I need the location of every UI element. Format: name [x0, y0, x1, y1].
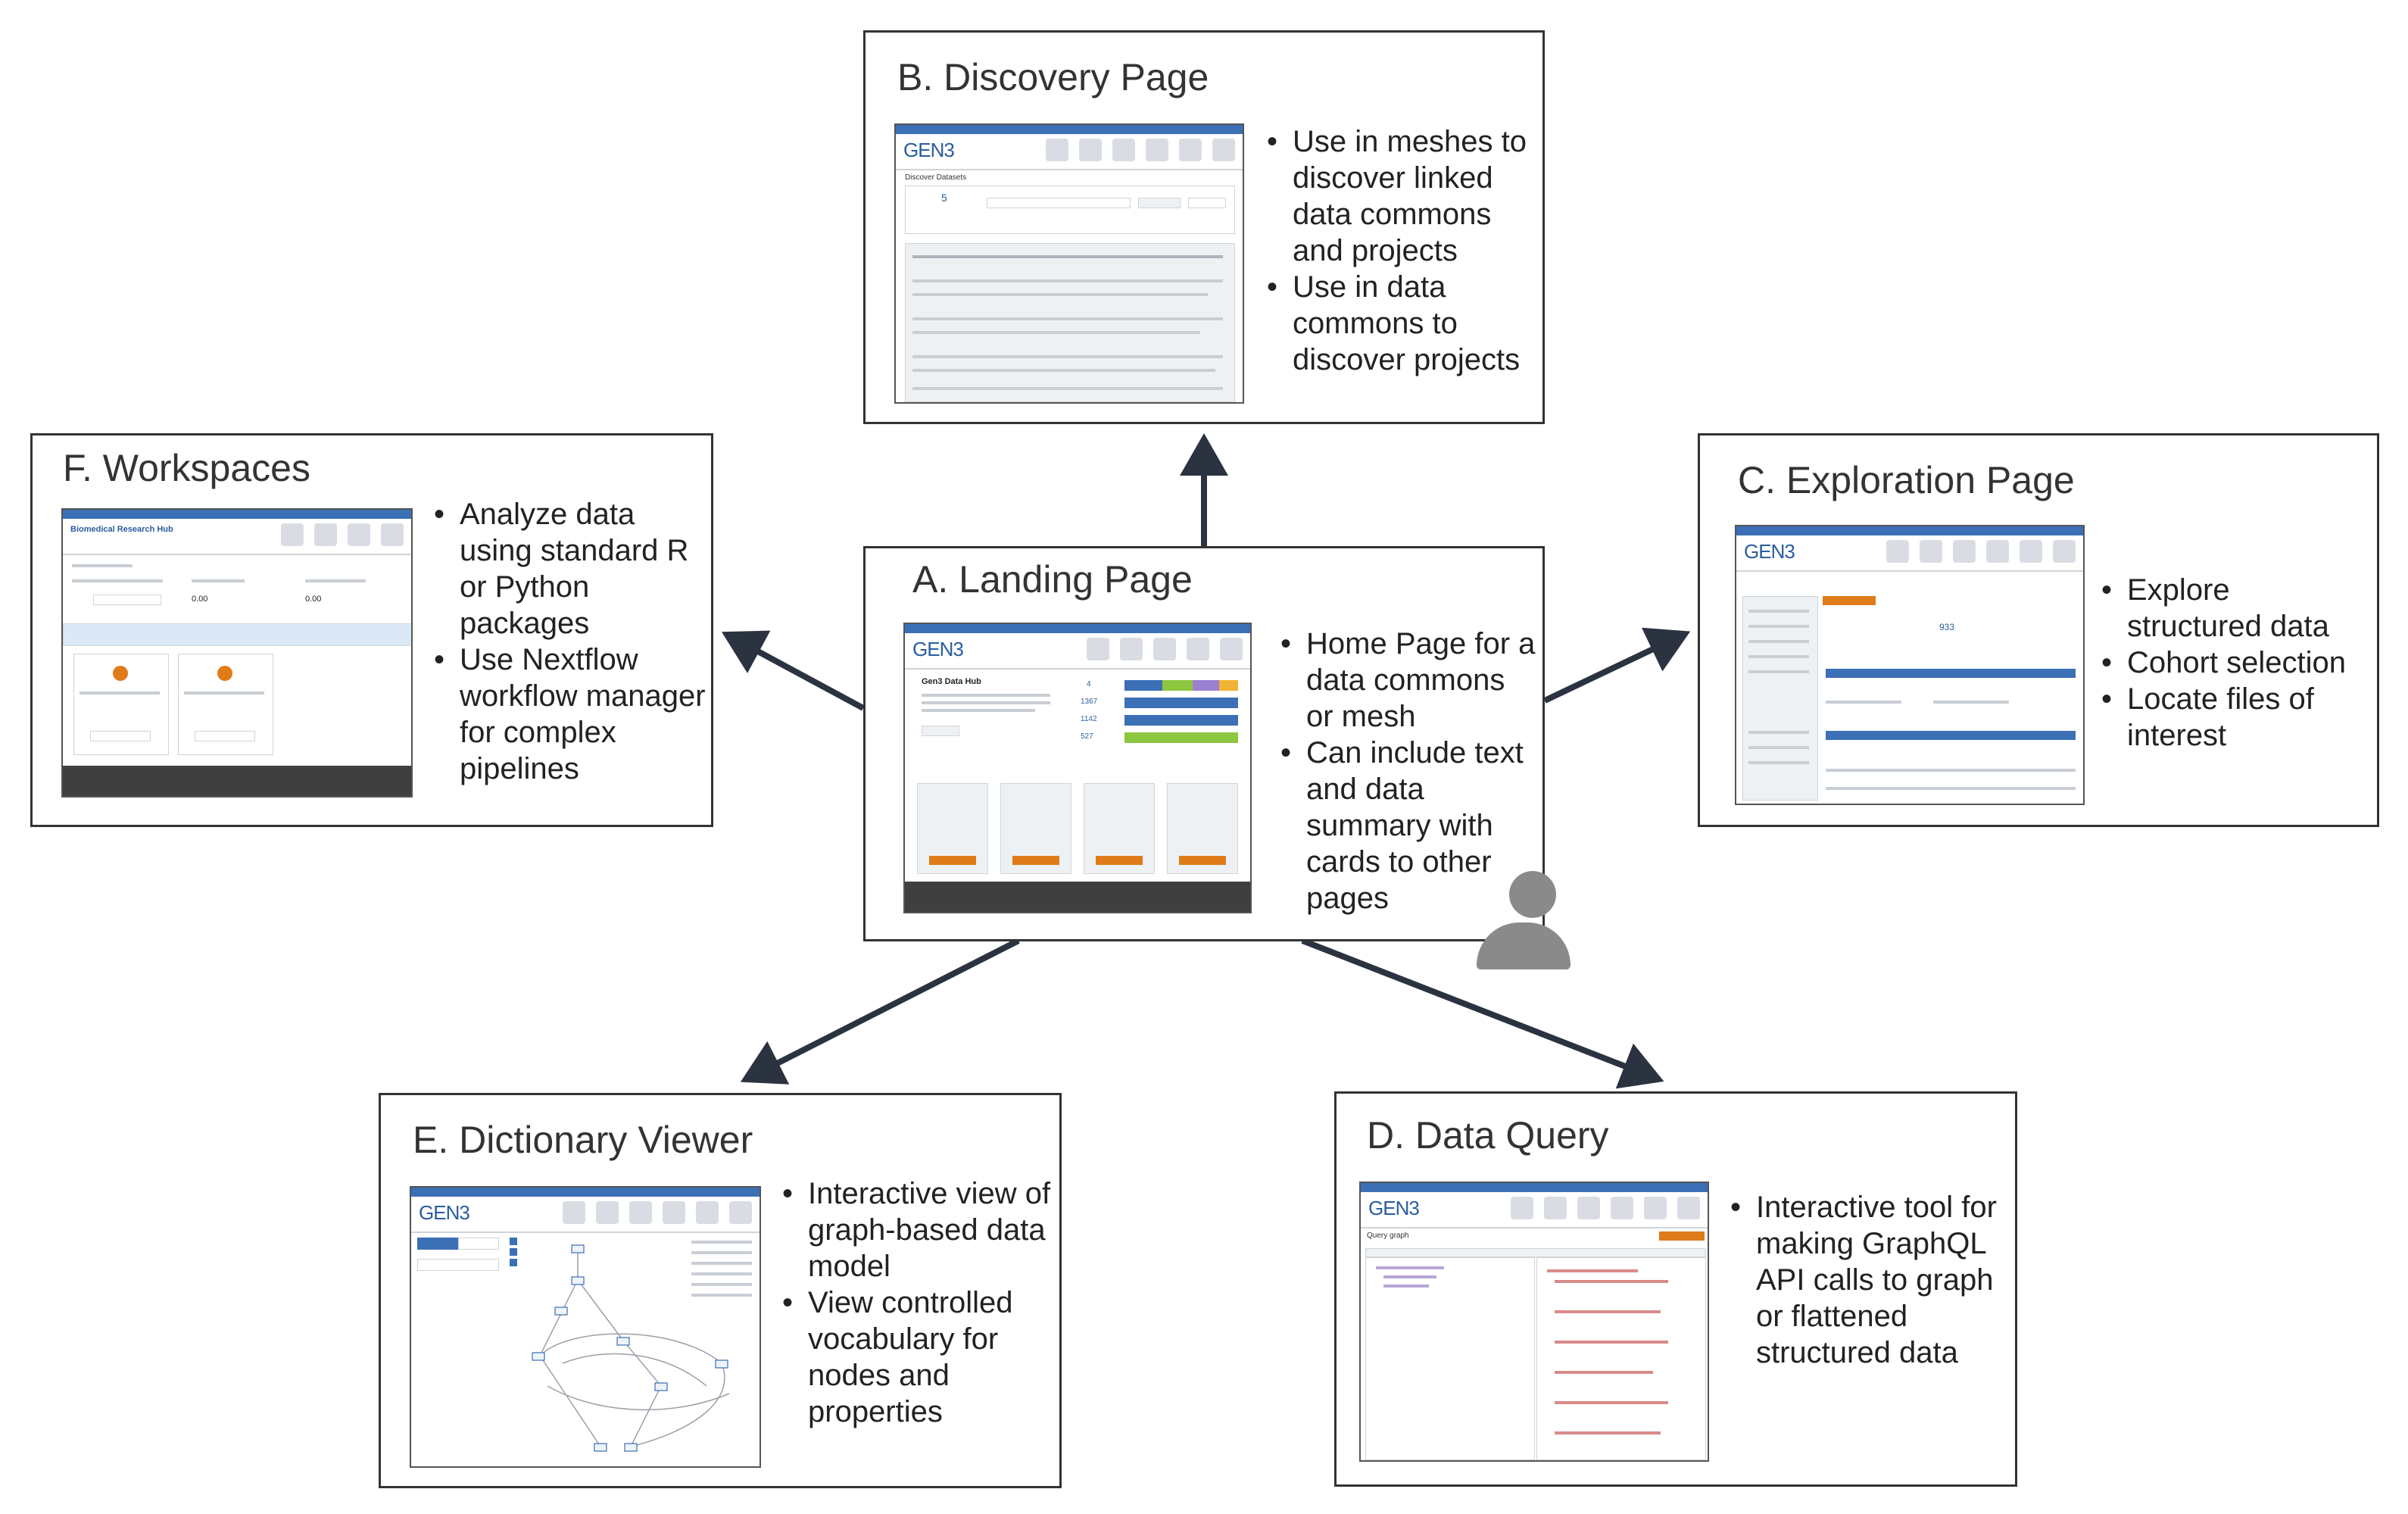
panel-workspaces: F. Workspaces Biomedical Research Hub 0.… — [30, 433, 713, 827]
bullet-item: Use Nextflow workflow manager for comple… — [434, 641, 706, 787]
gen3-logo: GEN3 — [903, 139, 955, 161]
bullet-item: Cohort selection — [2101, 645, 2359, 681]
bullet-item: Use in data commons to discover projects — [1267, 269, 1539, 378]
discovery-heading: Discover Datasets — [905, 173, 967, 182]
exploration-page-screenshot: GEN3 933 — [1735, 525, 2085, 805]
bullet-item: Analyze data using standard R or Python … — [434, 496, 706, 641]
panel-title: B. Discovery Page — [897, 56, 1209, 98]
bullet-item: Interactive tool for making GraphQL API … — [1730, 1189, 2010, 1371]
landing-bullets: Home Page for a data commons or mesh Can… — [1280, 626, 1538, 916]
query-heading: Query graph — [1367, 1231, 1409, 1240]
discovery-bullets: Use in meshes to discover linked data co… — [1267, 123, 1539, 378]
case-count: 933 — [1939, 622, 1955, 632]
bullet-item: View controlled vocabulary for nodes and… — [782, 1285, 1055, 1430]
gen3-logo: GEN3 — [1368, 1197, 1420, 1219]
bullet-item: Use in meshes to discover linked data co… — [1267, 123, 1539, 269]
bullet-item: Home Page for a data commons or mesh — [1280, 626, 1538, 735]
dictionary-bullets: Interactive view of graph-based data mod… — [782, 1175, 1055, 1430]
stat-value: 1142 — [1081, 715, 1097, 723]
landing-heading: Gen3 Data Hub — [922, 677, 981, 686]
panel-data-query: D. Data Query GEN3 Query graph Interacti… — [1334, 1091, 2017, 1487]
gen3-logo: GEN3 — [419, 1201, 470, 1224]
arrow-to-query — [1301, 938, 1664, 1089]
exploration-bullets: Explore structured data Cohort selection… — [2101, 572, 2359, 754]
panel-landing-page: A. Landing Page GEN3 Gen3 Data Hub 4 136… — [863, 546, 1545, 941]
data-query-screenshot: GEN3 Query graph — [1359, 1182, 1709, 1462]
panel-title: A. Landing Page — [912, 558, 1193, 601]
panel-exploration-page: C. Exploration Page GEN3 933 Explore str… — [1698, 433, 2379, 827]
bullet-item: Locate files of interest — [2101, 681, 2359, 754]
query-bullets: Interactive tool for making GraphQL API … — [1730, 1189, 2010, 1371]
workspaces-heading: Biomedical Research Hub — [70, 525, 173, 534]
gen3-logo: GEN3 — [1744, 540, 1795, 563]
panel-title: D. Data Query — [1367, 1114, 1609, 1157]
arrow-to-dictionary — [740, 938, 1020, 1085]
bullet-item: Explore structured data — [2101, 572, 2359, 645]
stat-value: 527 — [1081, 732, 1093, 741]
bullet-item: Interactive view of graph-based data mod… — [782, 1175, 1055, 1285]
landing-page-screenshot: GEN3 Gen3 Data Hub 4 1367 1142 527 — [903, 623, 1252, 913]
panel-title: C. Exploration Page — [1738, 459, 2075, 501]
spending-limit: 0.00 — [305, 595, 322, 604]
panel-discovery-page: B. Discovery Page GEN3 Discover Datasets… — [863, 30, 1545, 424]
total-charges: 0.00 — [192, 595, 208, 604]
workspaces-bullets: Analyze data using standard R or Python … — [434, 496, 706, 787]
stat-value: 4 — [1087, 680, 1091, 688]
discovery-page-screenshot: GEN3 Discover Datasets 5 — [894, 123, 1244, 404]
workspaces-screenshot: Biomedical Research Hub 0.00 0.00 — [61, 508, 413, 798]
bullet-item: Can include text and data summary with c… — [1280, 735, 1538, 916]
dictionary-viewer-screenshot: GEN3 — [410, 1186, 761, 1468]
arrow-to-exploration — [1543, 627, 1691, 704]
panel-title: E. Dictionary Viewer — [413, 1119, 753, 1161]
stat-value: 1367 — [1081, 698, 1098, 706]
arrow-to-workspaces — [721, 630, 865, 711]
panel-title: F. Workspaces — [63, 447, 310, 489]
dataset-count: 5 — [941, 192, 947, 204]
panel-dictionary-viewer: E. Dictionary Viewer GEN3 — [379, 1093, 1062, 1488]
gen3-logo: GEN3 — [912, 638, 964, 660]
